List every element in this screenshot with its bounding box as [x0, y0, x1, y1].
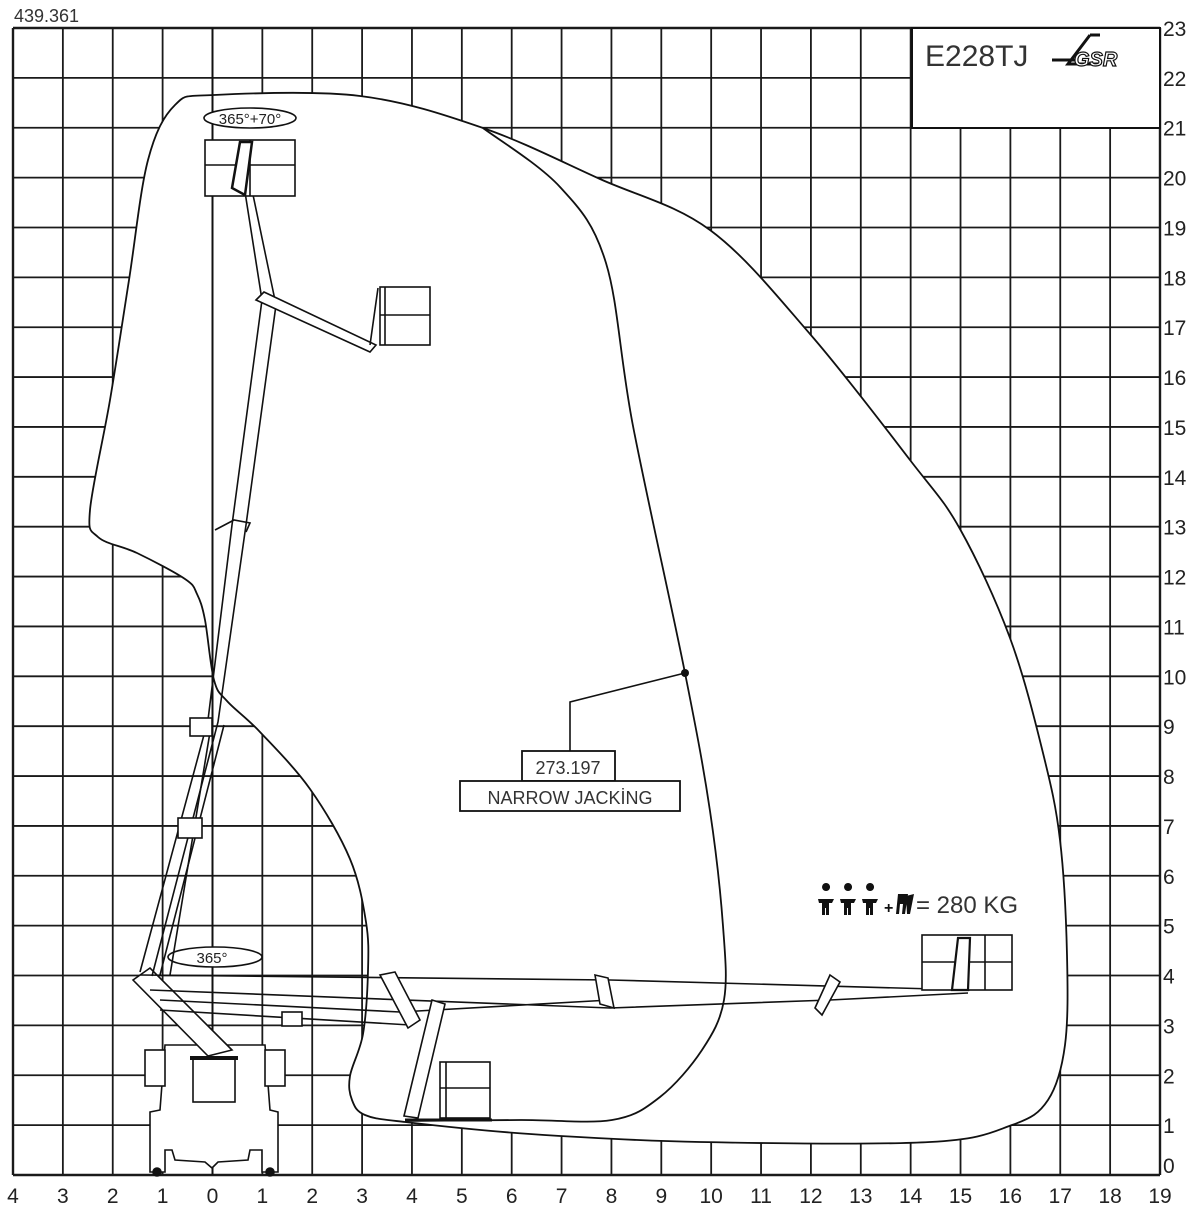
x-tick-label: 7 — [556, 1185, 568, 1208]
x-tick-label: 2 — [107, 1185, 119, 1208]
x-tick-label: 9 — [655, 1185, 667, 1208]
top-rotation-indicator: 365°+70° — [203, 107, 297, 129]
boom-horizontal-config — [139, 971, 971, 1030]
y-tick-label: 11 — [1163, 616, 1185, 639]
y-tick-label: 9 — [1163, 716, 1175, 739]
y-tick-label: 18 — [1163, 267, 1186, 290]
x-tick-label: 19 — [1148, 1185, 1171, 1208]
jib-low-config — [403, 998, 446, 1119]
chassis — [144, 1044, 286, 1177]
reference-code: 439.361 — [14, 6, 79, 26]
y-tick-label: 3 — [1163, 1015, 1175, 1038]
x-tick-label: 3 — [57, 1185, 69, 1208]
top-rotation-label: 365°+70° — [219, 111, 281, 128]
y-tick-label: 14 — [1163, 467, 1187, 490]
base-rotation-label: 365° — [196, 950, 227, 967]
aerial-platform-drawing — [131, 139, 1013, 1177]
y-tick-label: 19 — [1163, 217, 1186, 240]
y-tick-label: 21 — [1163, 118, 1186, 141]
load-capacity: + = 280 KG — [818, 883, 1018, 919]
y-tick-label: 7 — [1163, 816, 1175, 839]
x-tick-label: 1 — [157, 1185, 169, 1208]
x-tick-label: 10 — [699, 1185, 722, 1208]
x-tick-label: 8 — [606, 1185, 618, 1208]
y-tick-label: 4 — [1163, 966, 1175, 989]
y-tick-label: 1 — [1163, 1115, 1175, 1138]
x-tick-label: 15 — [949, 1185, 972, 1208]
y-tick-label: 5 — [1163, 916, 1175, 939]
y-tick-label: 17 — [1163, 317, 1186, 340]
y-tick-label: 10 — [1163, 666, 1186, 689]
x-tick-label: 18 — [1098, 1185, 1121, 1208]
x-tick-label: 13 — [849, 1185, 872, 1208]
envelope-name: NARROW JACKİNG — [487, 788, 652, 808]
basket-top — [204, 139, 296, 197]
gsr-logo: GSR — [1052, 33, 1118, 72]
envelope-label: 273.197 NARROW JACKİNG — [459, 669, 689, 812]
tools-icon — [896, 894, 914, 914]
jib-mid-config — [254, 287, 379, 353]
x-tick-label: 12 — [799, 1185, 822, 1208]
x-tick-label: 16 — [999, 1185, 1022, 1208]
x-tick-label: 11 — [750, 1185, 772, 1208]
y-tick-label: 13 — [1163, 517, 1186, 540]
x-tick-label: 0 — [207, 1185, 219, 1208]
y-tick-label: 8 — [1163, 766, 1175, 789]
y-tick-label: 20 — [1163, 168, 1186, 191]
logo-text: GSR — [1074, 49, 1118, 71]
y-tick-label: 0 — [1163, 1155, 1175, 1178]
person-icons — [818, 883, 878, 915]
y-tick-label: 6 — [1163, 866, 1175, 889]
x-tick-label: 5 — [456, 1185, 468, 1208]
y-tick-label: 23 — [1163, 18, 1186, 41]
load-value: = 280 KG — [916, 892, 1018, 919]
x-tick-label: 3 — [356, 1185, 368, 1208]
model-name: E228TJ — [925, 40, 1028, 73]
y-tick-label: 2 — [1163, 1065, 1175, 1088]
y-tick-label: 22 — [1163, 68, 1186, 91]
person-icon — [818, 883, 834, 915]
title-box — [911, 27, 1161, 129]
plus-sign: + — [884, 900, 893, 917]
boom-vertical-config — [139, 189, 277, 977]
y-tick-label: 15 — [1163, 417, 1186, 440]
x-tick-label: 2 — [306, 1185, 318, 1208]
person-icon — [862, 883, 878, 915]
x-tick-label: 14 — [899, 1185, 923, 1208]
base-rotation-indicator: 365° — [167, 946, 263, 968]
basket-right — [921, 934, 1013, 992]
envelope-code: 273.197 — [535, 758, 600, 778]
x-tick-label: 4 — [406, 1185, 418, 1208]
narrow-jacking-envelope — [404, 127, 727, 1123]
x-tick-label: 17 — [1049, 1185, 1072, 1208]
y-tick-label: 16 — [1163, 367, 1186, 390]
person-icon — [840, 883, 856, 915]
y-tick-label: 12 — [1163, 567, 1186, 590]
basket-mid — [379, 286, 431, 346]
outer-working-envelope — [88, 91, 1069, 1145]
x-tick-label: 1 — [257, 1185, 269, 1208]
x-tick-label: 6 — [506, 1185, 518, 1208]
x-tick-label: 4 — [7, 1185, 19, 1208]
basket-low — [405, 1061, 492, 1122]
